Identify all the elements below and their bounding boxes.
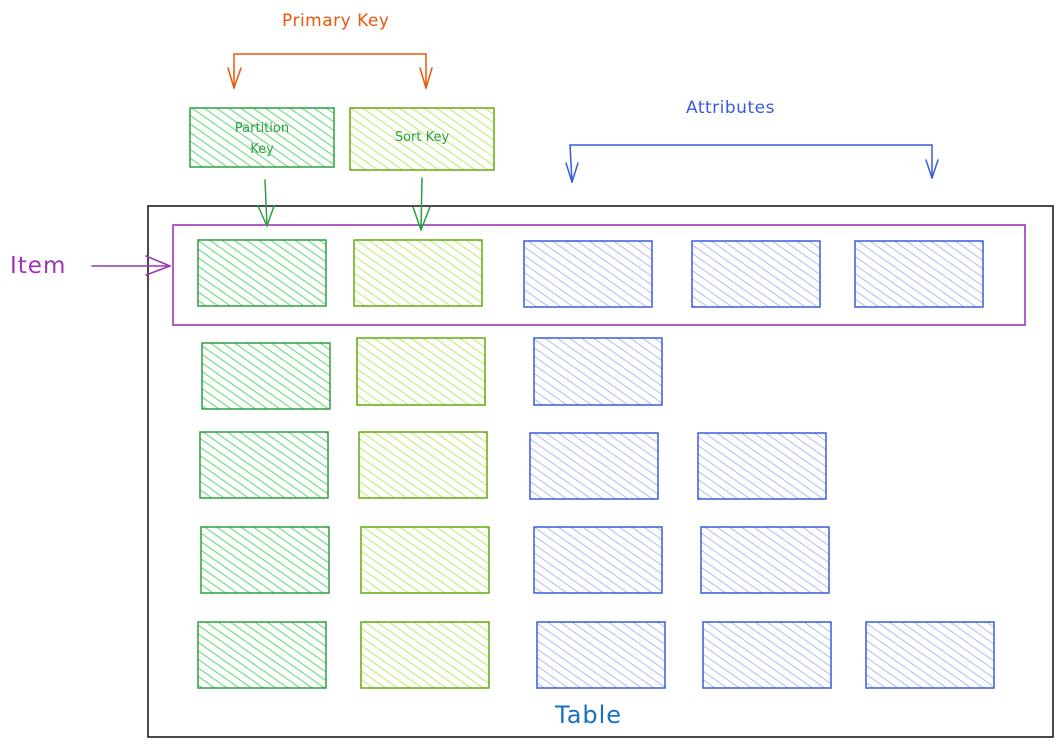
table-row (200, 526, 830, 594)
partition-key-cell (197, 239, 327, 307)
item-label: Item (10, 253, 67, 279)
primary-key-label: Primary Key (282, 11, 390, 31)
sort-key-cell (358, 431, 488, 499)
table-label: Table (555, 701, 623, 729)
sort-key-label: Sort Key (394, 130, 450, 145)
attribute-cell (533, 526, 663, 594)
partition-key-cell (201, 342, 331, 410)
attributes-label: Attributes (686, 98, 775, 118)
sort-key-cell (353, 239, 483, 307)
sort-key-cell (356, 337, 486, 406)
partition-key-cell (199, 431, 329, 499)
attribute-cell (854, 240, 984, 308)
sort-key-cell (360, 526, 490, 594)
attribute-cell (700, 526, 830, 594)
table-outline (147, 205, 1054, 738)
table-row (197, 239, 984, 308)
attribute-cell (523, 240, 653, 308)
attribute-cell (697, 432, 827, 500)
partition-key-down-arrow (257, 179, 275, 227)
attribute-cell (702, 621, 832, 689)
sort-key-cell (360, 621, 490, 689)
attributes-arrow (565, 144, 939, 183)
partition-key-cell (197, 621, 327, 689)
table-row (197, 621, 995, 689)
partition-key-label: Partition Key (234, 121, 290, 157)
attribute-cell (529, 432, 659, 500)
item-arrow (91, 255, 171, 276)
sort-key-down-arrow (412, 177, 431, 231)
partition-key-header-box (189, 107, 335, 168)
table-row (201, 337, 663, 410)
attribute-cell (536, 621, 666, 689)
attribute-cell (533, 337, 663, 406)
item-outline (172, 224, 1026, 326)
attribute-cell (865, 621, 995, 689)
partition-key-cell (200, 526, 330, 594)
table-row (199, 431, 827, 500)
attribute-cell (691, 240, 821, 308)
sort-key-header-box (349, 107, 495, 171)
primary-key-arrow (227, 53, 433, 89)
